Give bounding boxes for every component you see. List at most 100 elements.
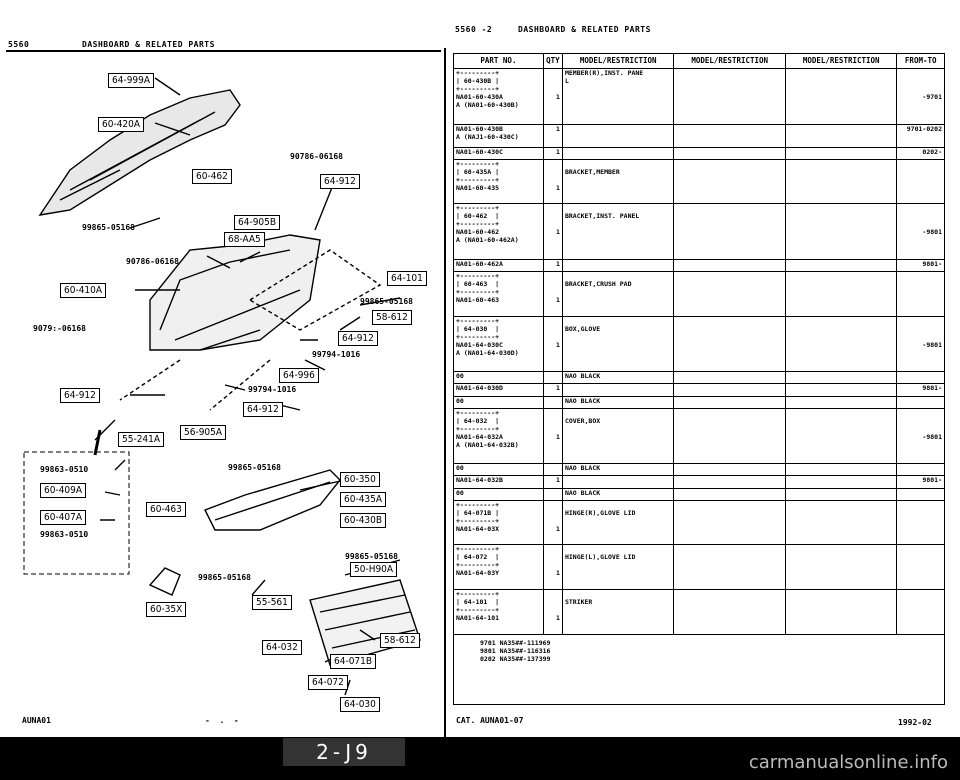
col-model-2	[673, 544, 786, 591]
col-model-1: NAO BLACK	[561, 371, 675, 385]
col-model-1: HINGE(R),GLOVE LID	[561, 499, 675, 546]
cell-line: | 64-030 |	[456, 324, 500, 333]
col-part-no: +---------+| 64-032 |+---------+NA01-64-…	[453, 407, 544, 465]
cell-line: BRACKET,CRUSH PAD	[564, 280, 632, 289]
col-part-no: +---------+| 64-101 |+---------+NA01-64-…	[453, 589, 544, 635]
cell-line: 0202-	[922, 147, 942, 156]
cell-line	[565, 260, 672, 268]
cell-line	[565, 476, 672, 484]
col-model-3	[784, 123, 898, 148]
cell-line: 9701-0202	[906, 124, 942, 133]
cell-line: HINGE(R),GLOVE LID	[564, 508, 636, 517]
cell-line	[546, 545, 560, 553]
col-qty: 1	[542, 203, 563, 260]
cell-line	[546, 288, 560, 296]
col-model-1: STRIKER	[561, 589, 675, 635]
col-model-1	[561, 123, 675, 148]
cell-line	[546, 69, 560, 77]
cell-line	[899, 212, 942, 220]
cell-line	[899, 598, 942, 606]
callout-56-905a: 56-905A	[180, 425, 227, 440]
left-header-rule	[6, 50, 441, 52]
cell-line	[899, 317, 942, 325]
parts-table: PART NO. QTY MODEL/RESTRICTION MODEL/RES…	[453, 53, 945, 705]
cell-line	[899, 85, 942, 93]
table-body-row: +---------+| 64-071B |+---------+NA01-64…	[453, 499, 945, 546]
cell-line	[565, 433, 672, 441]
cell-line	[546, 553, 560, 561]
cell-line	[565, 176, 672, 184]
cell-line	[565, 148, 672, 156]
col-from-to	[896, 158, 945, 205]
col-model-3	[784, 315, 898, 373]
label-99794-1016: 99794-1016	[312, 350, 361, 359]
cell-line	[546, 317, 560, 325]
cell-line	[546, 561, 560, 569]
callout-55-241a: 55-241A	[118, 432, 165, 447]
cell-line	[899, 590, 942, 598]
header-model-1: MODEL/RESTRICTION	[561, 53, 675, 69]
col-model-2	[673, 487, 786, 501]
callout-64-999a: 64-999A	[108, 73, 155, 88]
cell-line: 00	[456, 464, 464, 473]
callout-64-912-d: 64-912	[60, 388, 100, 403]
callout-60-462: 60-462	[192, 169, 232, 184]
note-line: 9801 NA35##-116316	[480, 647, 551, 655]
cell-line	[899, 220, 942, 228]
cell-line	[899, 509, 942, 517]
cell-line	[899, 561, 942, 569]
right-header-code: 5560 -2	[455, 25, 493, 34]
notes-row: 9701 NA35##-111969 9801 NA35##-116316 02…	[453, 634, 945, 705]
col-from-to	[896, 271, 945, 317]
callout-60-350: 60-350	[340, 472, 380, 487]
cell-line	[565, 569, 672, 577]
callout-64-030: 64-030	[340, 697, 380, 712]
col-model-2	[673, 383, 786, 397]
cell-line	[899, 160, 942, 168]
col-qty: 1	[542, 499, 563, 546]
header-model-2: MODEL/RESTRICTION	[673, 53, 786, 69]
col-model-3	[784, 68, 898, 125]
footer-center-mark: - . -	[205, 716, 239, 725]
cell-line	[565, 517, 672, 525]
cell-line: +---------+	[456, 316, 500, 325]
cell-line	[565, 614, 672, 622]
header-part-no: PART NO.	[453, 53, 544, 69]
cell-line: +---------+	[456, 500, 500, 509]
cell-line: +---------+	[456, 85, 500, 93]
cell-line	[899, 204, 942, 212]
cell-line: A (NAJ1-60-430C)	[456, 132, 519, 141]
cell-line: 1	[556, 296, 560, 305]
cell-line	[565, 501, 672, 509]
col-from-to: -9801	[896, 203, 945, 260]
cell-line	[546, 501, 560, 509]
col-part-no: 00	[453, 463, 544, 477]
cell-line	[899, 525, 942, 533]
cell-line: +---------+	[456, 272, 500, 281]
col-model-2	[673, 68, 786, 125]
label-99865-05168-c: 99865-05168	[228, 463, 281, 472]
callout-60-410a: 60-410A	[60, 283, 107, 298]
cell-line	[565, 85, 672, 93]
cell-line	[546, 133, 560, 141]
cell-line	[899, 517, 942, 525]
cell-line: NAO BLACK	[564, 396, 601, 405]
cell-line	[565, 606, 672, 614]
callout-58-612-b: 58-612	[380, 633, 420, 648]
col-from-to: -9801	[896, 407, 945, 465]
cell-line	[899, 168, 942, 176]
callout-60-409a: 60-409A	[40, 483, 87, 498]
col-from-to: 9701-0202	[896, 123, 945, 148]
cell-line	[899, 569, 942, 577]
cell-line	[546, 464, 560, 472]
cell-line	[546, 409, 560, 417]
table-body-row: NA01-64-030D 1 9801-	[453, 383, 945, 397]
cell-line: | 64-101 |	[456, 598, 500, 607]
col-model-1: BRACKET,MEMBER	[561, 158, 675, 205]
cell-line	[565, 561, 672, 569]
cell-line	[899, 553, 942, 561]
cell-line	[899, 69, 942, 77]
col-model-3	[784, 395, 898, 409]
cell-line: 1	[556, 384, 560, 393]
cell-line	[899, 614, 942, 622]
